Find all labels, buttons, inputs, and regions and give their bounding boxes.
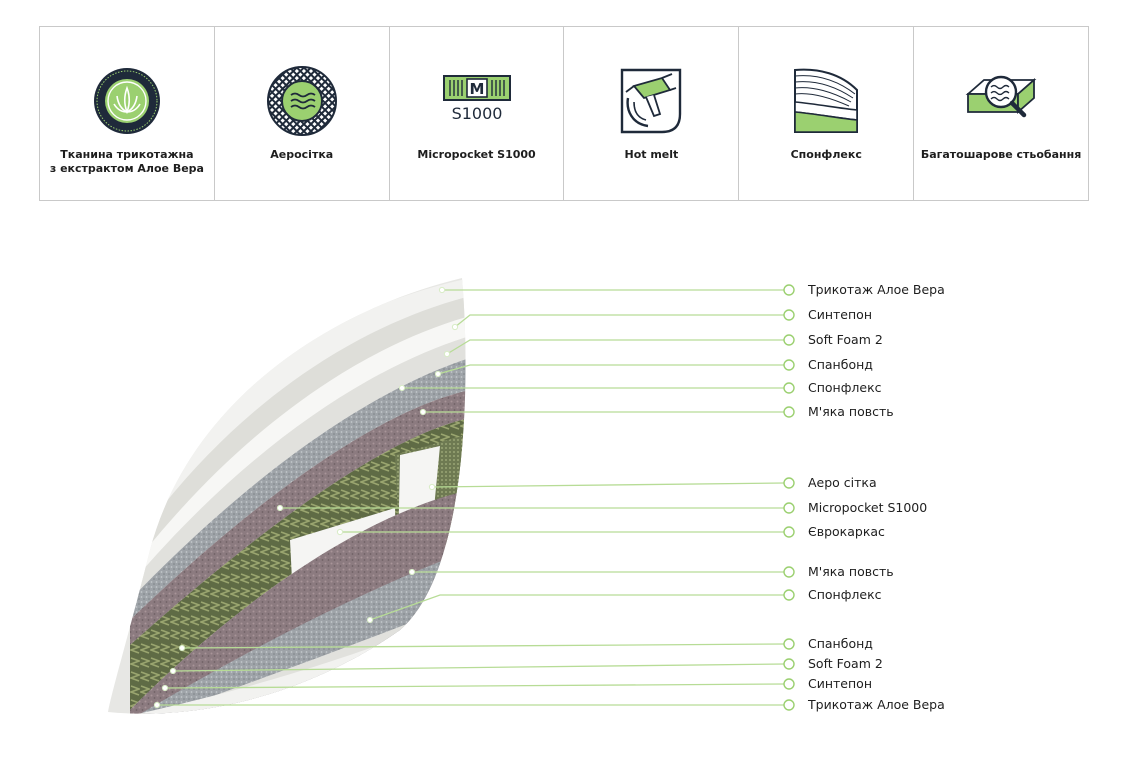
icon-letter: M <box>469 80 484 98</box>
layer-label: Спонфлекс <box>808 587 882 602</box>
feature-micropocket: M S1000 Micropocket S1000 <box>390 27 565 200</box>
features-strip: Тканина трикотажна з екстрактом Алое Вер… <box>39 26 1089 201</box>
layer-label: Micropocket S1000 <box>808 500 928 515</box>
feature-hot-melt: Hot melt <box>564 27 740 200</box>
leader-end-markers <box>783 284 795 711</box>
layer-label: Спанбонд <box>808 357 873 372</box>
glue-gun-icon <box>614 64 688 138</box>
feature-label: Тканина трикотажна з екстрактом Алое Вер… <box>49 148 204 175</box>
layer-label: Синтепон <box>808 676 872 691</box>
layer-label: Трикотаж Алое Вера <box>808 697 945 712</box>
feature-quilting: Багатошарове стьобання <box>914 27 1088 200</box>
feature-label: Аеросітка <box>270 148 334 161</box>
layer-label: Синтепон <box>808 307 872 322</box>
feature-air-mesh: Аеросітка <box>215 27 390 200</box>
leader-origin-dots <box>153 286 459 709</box>
layer-label: М'яка повсть <box>808 564 894 579</box>
air-mesh-icon <box>265 64 339 138</box>
layer-label: Soft Foam 2 <box>808 656 883 671</box>
quilting-magnifier-icon <box>964 64 1038 138</box>
micropocket-spring-icon: M S1000 <box>440 64 514 138</box>
feature-aloe-vera: Тканина трикотажна з екстрактом Алое Вер… <box>40 27 215 200</box>
mattress-cutaway <box>108 278 795 714</box>
layer-label: Soft Foam 2 <box>808 332 883 347</box>
leader-lines <box>157 289 785 706</box>
feature-spunflex: Спонфлекс <box>739 27 915 200</box>
layer-label: М'яка повсть <box>808 404 894 419</box>
feature-label: Micropocket S1000 <box>417 148 536 161</box>
layer-label: Спанбонд <box>808 636 873 651</box>
layer-label: Трикотаж Алое Вера <box>808 282 945 297</box>
aloe-vera-icon <box>90 64 164 138</box>
feature-label: Hot melt <box>624 148 679 161</box>
spunflex-layers-icon <box>789 64 863 138</box>
mattress-layers-diagram: Трикотаж Алое Вера Синтепон Soft Foam 2 … <box>0 250 1130 730</box>
layer-label: Спонфлекс <box>808 380 882 395</box>
feature-label: Спонфлекс <box>790 148 862 161</box>
layer-label: Аеро сітка <box>808 475 877 490</box>
icon-caption: S1000 <box>451 104 502 123</box>
feature-label: Багатошарове стьобання <box>920 148 1082 161</box>
layer-label: Єврокаркас <box>808 524 885 539</box>
